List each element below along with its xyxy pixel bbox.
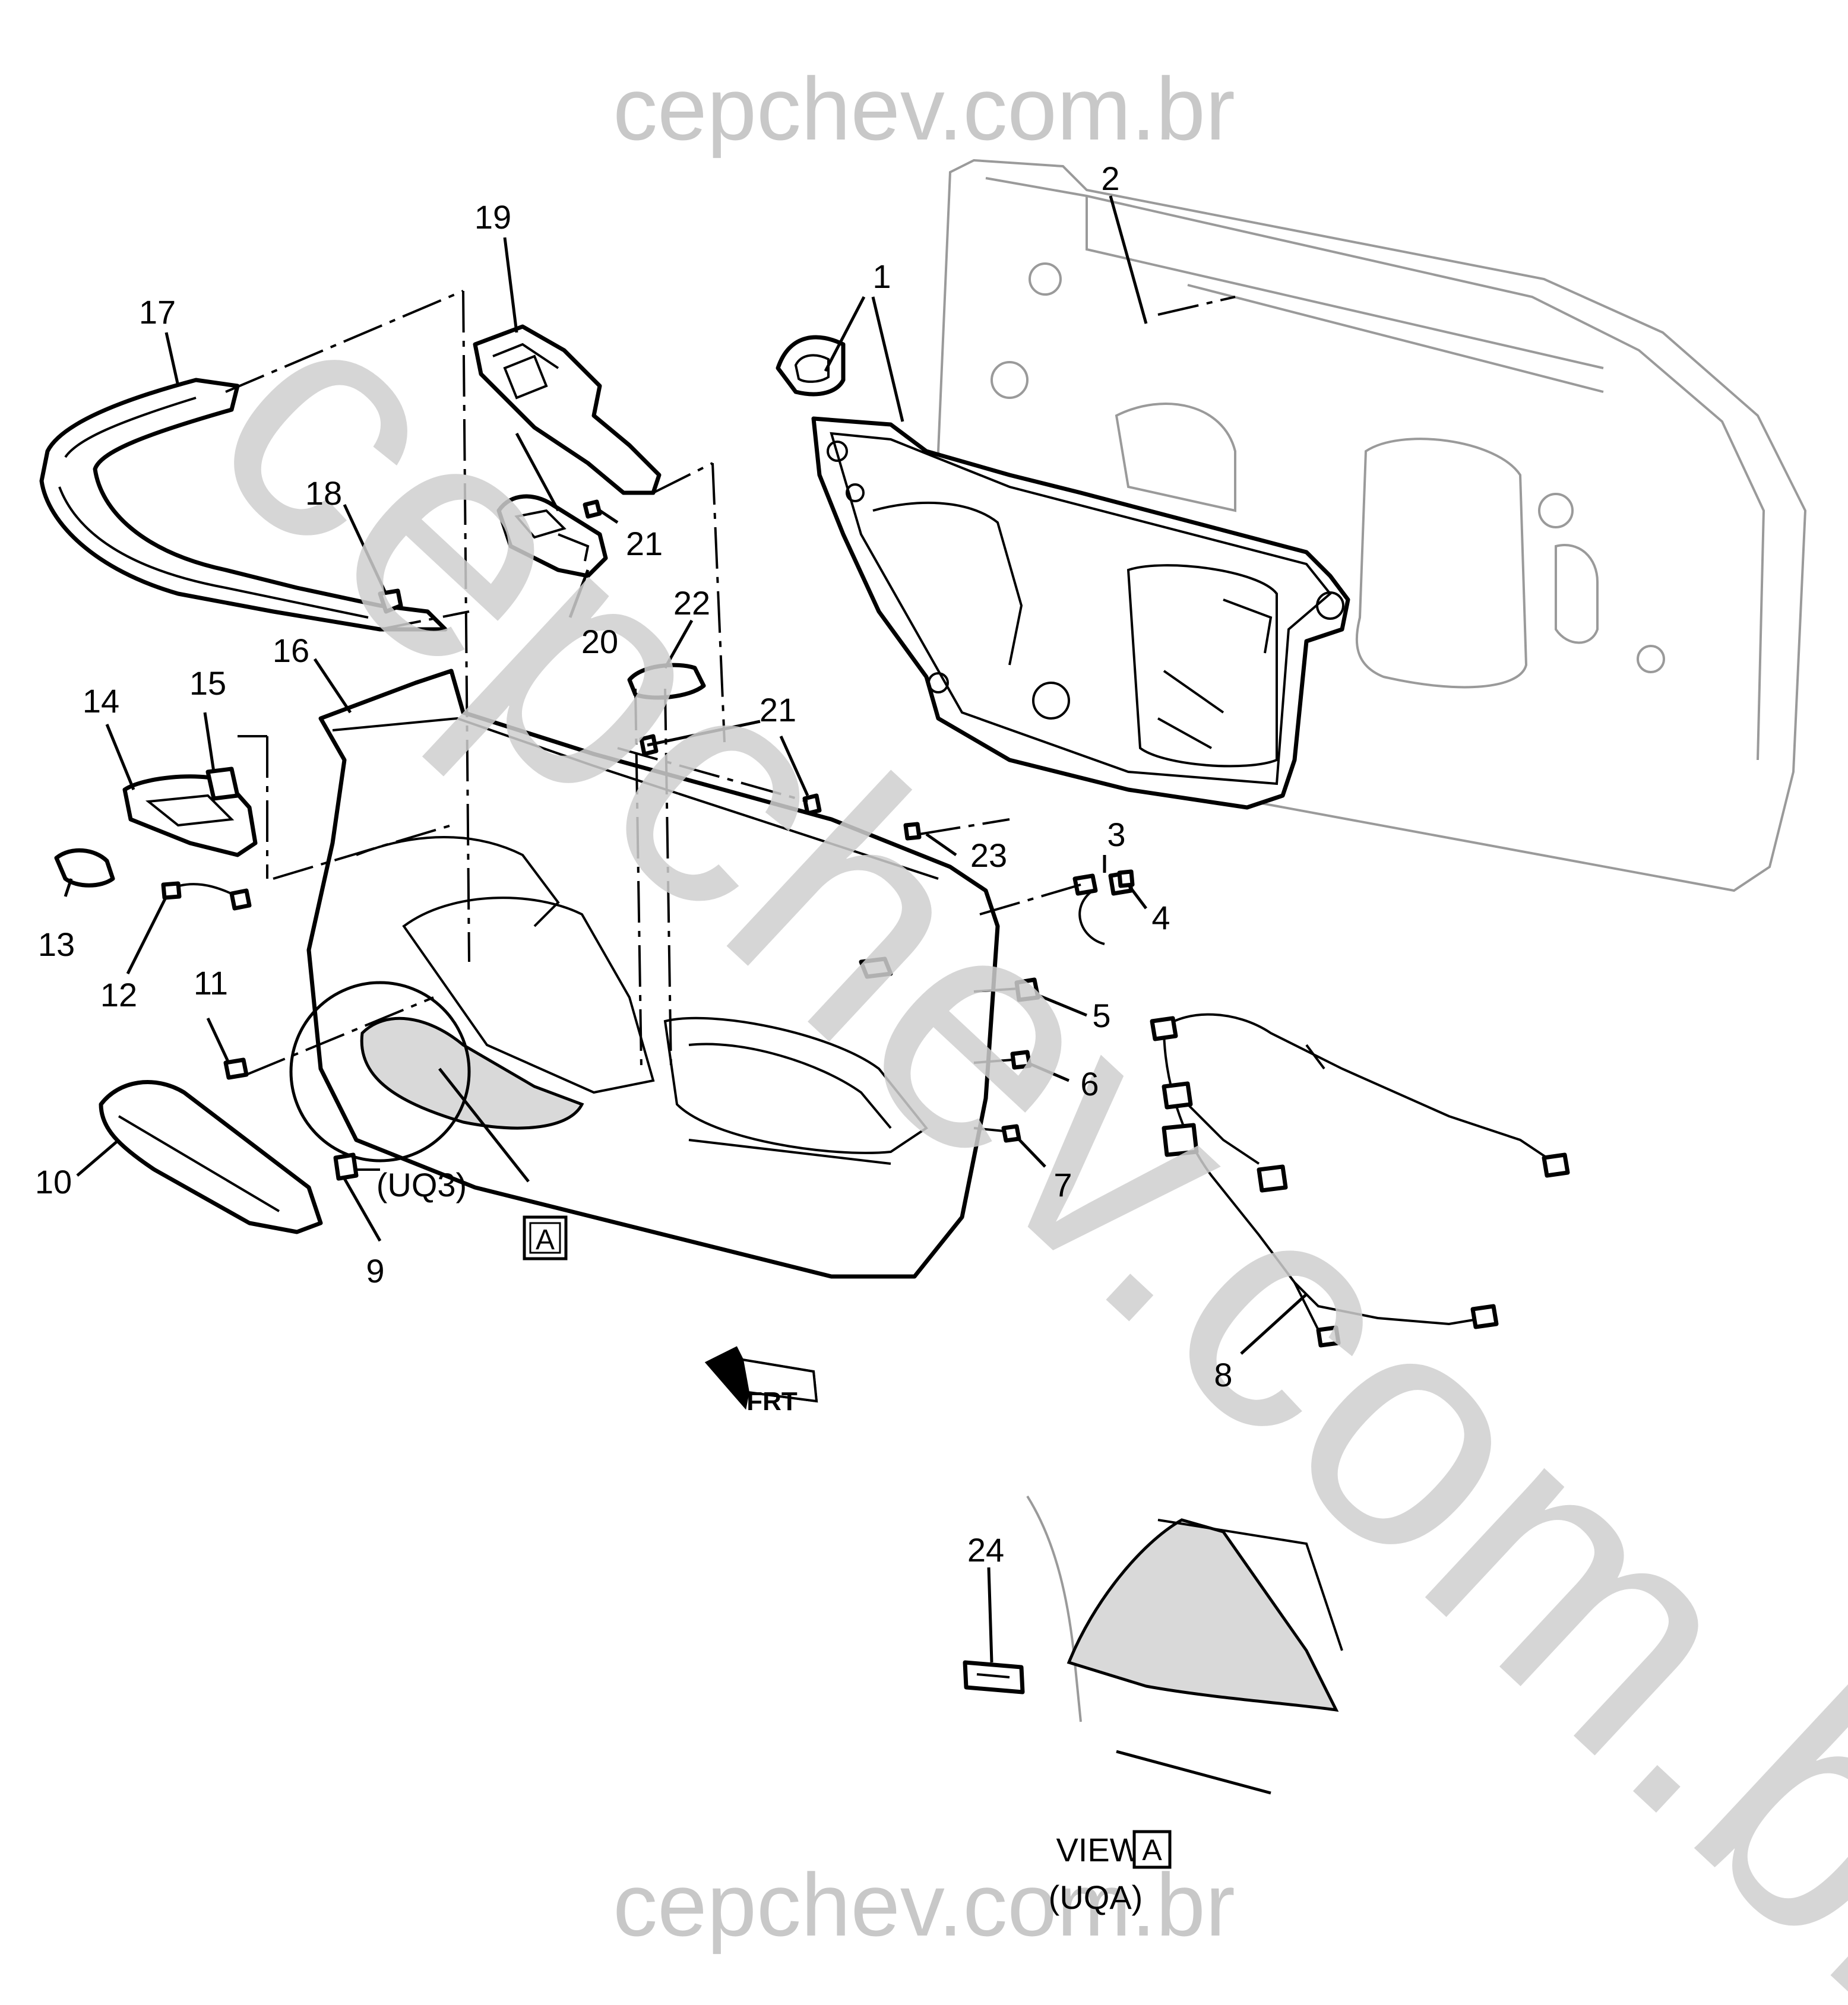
cover-13 bbox=[54, 848, 115, 888]
wiring-harness-8 bbox=[1150, 1013, 1570, 1348]
assembly-lines bbox=[225, 290, 1236, 1171]
callout-6: 6 bbox=[1080, 1065, 1099, 1103]
callout-20: 20 bbox=[581, 623, 618, 660]
water-deflector bbox=[811, 416, 1350, 810]
watermark-top: cepchev.com.br bbox=[613, 59, 1235, 159]
callout-21-lower: 21 bbox=[760, 691, 796, 728]
callout-5: 5 bbox=[1092, 997, 1110, 1034]
callout-10: 10 bbox=[35, 1163, 72, 1201]
callout-24: 24 bbox=[967, 1531, 1004, 1569]
courtesy-lamp-lens bbox=[627, 663, 706, 700]
callout-labels: 1 2 3 4 5 6 7 8 9 10 11 12 13 14 15 16 1… bbox=[35, 160, 1233, 1569]
leader-lines bbox=[64, 195, 1308, 1663]
detail-reference-letter: A bbox=[536, 1224, 555, 1256]
callout-19: 19 bbox=[474, 198, 511, 236]
view-reference-letter: A bbox=[1142, 1833, 1162, 1867]
callout-7: 7 bbox=[1053, 1166, 1072, 1203]
fastener-23 bbox=[903, 822, 922, 841]
speaker-grille bbox=[360, 1016, 584, 1130]
retainer-6 bbox=[1010, 1050, 1032, 1070]
callout-13: 13 bbox=[38, 926, 75, 963]
window-switch bbox=[496, 494, 608, 578]
view-a-detail bbox=[963, 1495, 1343, 1795]
callout-4: 4 bbox=[1151, 899, 1170, 936]
front-direction-arrow bbox=[704, 1346, 818, 1410]
view-option-uqa: (UQA) bbox=[1049, 1879, 1143, 1916]
callout-3: 3 bbox=[1107, 816, 1125, 853]
callout-11: 11 bbox=[194, 964, 228, 1002]
callout-21-upper: 21 bbox=[626, 525, 663, 562]
callout-22: 22 bbox=[673, 584, 710, 622]
armrest-pad bbox=[99, 1080, 323, 1234]
view-a-caption: VIEW A (UQA) bbox=[1049, 1830, 1172, 1916]
clip-9 bbox=[333, 1152, 359, 1181]
callout-2: 2 bbox=[1101, 160, 1119, 197]
callout-12: 12 bbox=[100, 976, 137, 1013]
switch-15 bbox=[205, 766, 240, 801]
view-label: VIEW bbox=[1056, 1831, 1141, 1868]
detail-reference-box: A bbox=[523, 1215, 568, 1260]
callout-16: 16 bbox=[273, 632, 309, 669]
callout-23: 23 bbox=[970, 837, 1007, 874]
callout-17: 17 bbox=[139, 293, 176, 331]
access-hole-plug bbox=[776, 335, 846, 397]
watermark-bottom: cepchev.com.br bbox=[613, 1855, 1235, 1955]
detail-circle bbox=[289, 981, 471, 1163]
callout-18: 18 bbox=[305, 474, 342, 512]
option-note-uq3: (UQ3) bbox=[376, 1166, 467, 1203]
clip-18 bbox=[378, 588, 403, 614]
wire-harness-12 bbox=[161, 881, 252, 911]
trim-bezel bbox=[39, 378, 448, 632]
callout-8: 8 bbox=[1214, 1356, 1232, 1393]
front-direction-label: FRT bbox=[746, 1387, 798, 1416]
screw-21-upper bbox=[583, 499, 602, 519]
callout-15: 15 bbox=[189, 664, 226, 702]
callout-9: 9 bbox=[366, 1252, 384, 1290]
fastener-4 bbox=[1117, 869, 1135, 888]
retainer-5 bbox=[1014, 977, 1040, 1002]
callout-1: 1 bbox=[872, 258, 891, 295]
callout-14: 14 bbox=[83, 682, 119, 720]
